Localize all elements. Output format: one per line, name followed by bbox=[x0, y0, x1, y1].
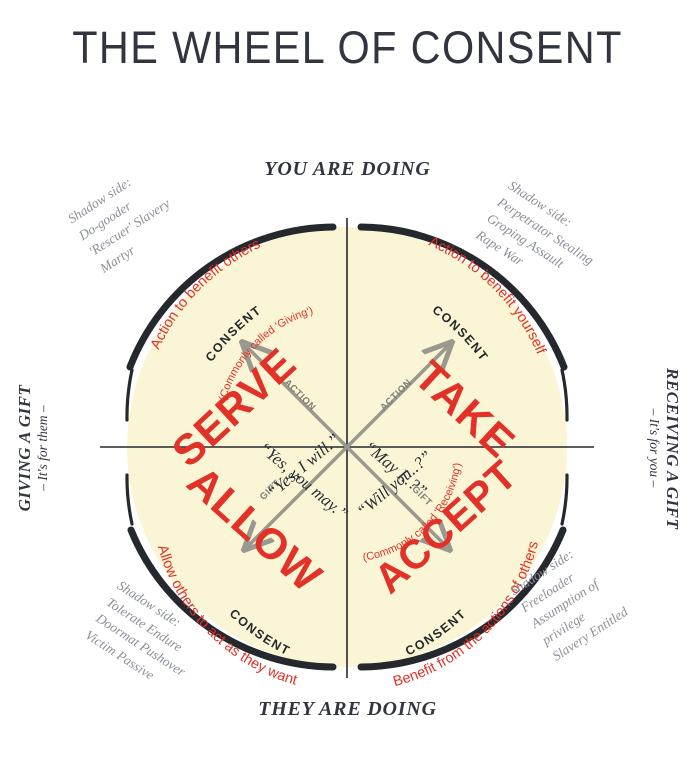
arrow-allow-take bbox=[245, 345, 449, 549]
wheel-diagram: CONSENT CONSENT CONSENT CONSENT ACTION A… bbox=[0, 100, 695, 773]
label-they-are-doing: THEY ARE DOING bbox=[258, 698, 437, 720]
wheel-svg: CONSENT CONSENT CONSENT CONSENT ACTION A… bbox=[100, 218, 594, 690]
label-receiving-a-gift: RECEIVING A GIFT – It's for you – bbox=[646, 368, 682, 530]
consent-rim bbox=[125, 223, 569, 671]
label-giving-a-gift: GIVING A GIFT – It's for them – bbox=[15, 368, 51, 528]
receiving-a-gift-sub: – It's for you – bbox=[647, 408, 662, 488]
page-title: THE WHEEL OF CONSENT bbox=[72, 22, 623, 73]
center-arrows bbox=[245, 345, 449, 547]
label-you-are-doing: YOU ARE DOING bbox=[264, 158, 431, 180]
giving-a-gift-sub: – It's for them – bbox=[35, 405, 50, 491]
giving-a-gift-main: GIVING A GIFT bbox=[15, 384, 34, 512]
receiving-a-gift-main: RECEIVING A GIFT bbox=[663, 368, 682, 530]
